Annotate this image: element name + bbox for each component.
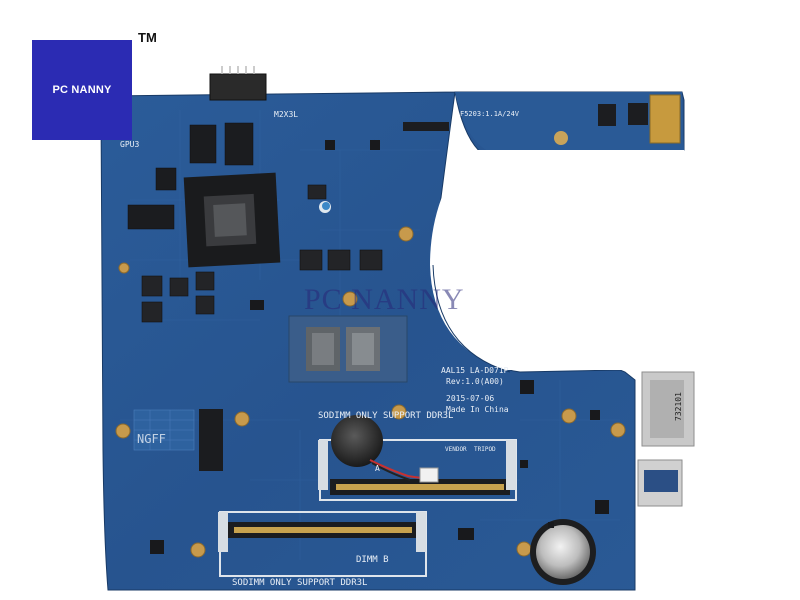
trademark-symbol: TM	[138, 30, 157, 45]
watermark-text: PC NANNY	[304, 283, 465, 316]
silk-dimm-b: DIMM B	[356, 555, 389, 565]
cpu-chip	[288, 315, 408, 383]
pcb-cutout	[430, 150, 630, 370]
pc-nanny-logo: PC NANNY	[32, 40, 132, 140]
logo-text: PC NANNY	[52, 84, 112, 96]
silk-revision: Rev:1.0(A00)	[446, 377, 504, 386]
silk-date: 2015-07-06	[446, 394, 495, 403]
coin-battery	[530, 519, 596, 585]
pcb-right-lower	[630, 150, 684, 372]
ethernet-port	[641, 371, 695, 447]
ngff-wifi-connector	[649, 94, 681, 144]
silk-screw-label: M2X3L	[274, 110, 299, 119]
silk-vendor: VENDOR	[445, 446, 467, 453]
silk-ngff: NGFF	[137, 432, 166, 446]
silk-gpu-label: GPU3	[120, 140, 140, 149]
cmos-battery-cable	[331, 415, 439, 483]
silk-origin: Made In China	[446, 405, 509, 414]
silk-model: AAL15 LA-D071P	[441, 366, 509, 375]
silk-tripod: TRIPOD	[474, 446, 496, 453]
pcb-right-arm	[455, 92, 684, 157]
silk-rj45-code: 732101	[673, 392, 683, 421]
gpu-chip	[183, 172, 281, 268]
sodimm-slot-b	[218, 511, 427, 577]
sodimm-slot-a	[318, 439, 517, 501]
usb-port	[637, 459, 683, 507]
ngff-socket	[199, 409, 223, 471]
silk-sodimm-top: SODIMM ONLY SUPPORT DDR3L	[318, 411, 454, 421]
silk-sodimm-bottom: SODIMM ONLY SUPPORT DDR3L	[232, 578, 368, 588]
power-connector	[209, 73, 267, 101]
silk-fuse: F5203:1.1A/24V	[460, 110, 520, 118]
silk-dimm-a: A	[375, 464, 380, 473]
